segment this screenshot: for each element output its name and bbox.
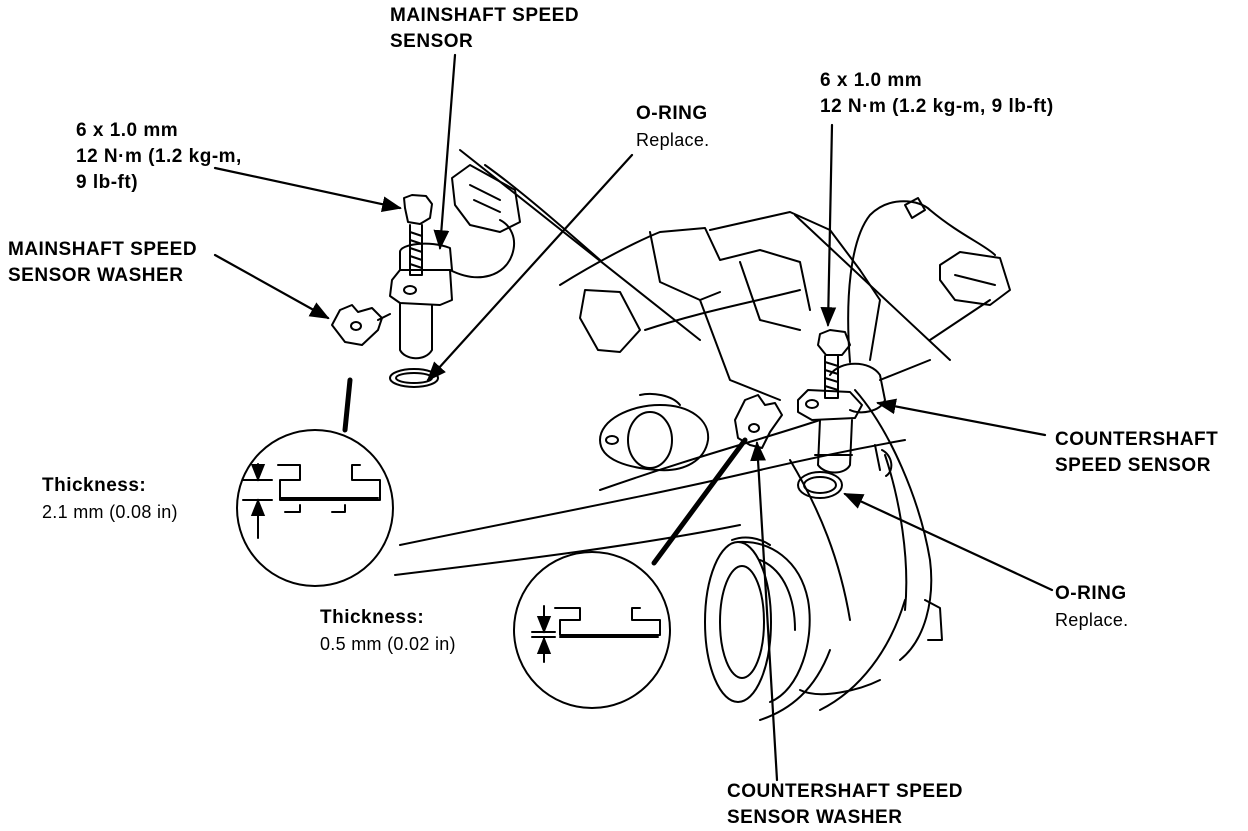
mainshaft-washer-thickness-label: Thickness: 2.1 mm (0.08 in) [42,475,178,522]
countershaft-speed-sensor-washer-label: COUNTERSHAFT SPEED SENSOR WASHER [727,781,963,828]
transmission-housing [394,149,991,721]
left-bolt-spec-label: 6 x 1.0 mm 12 N·m (1.2 kg-m, 9 lb-ft) [76,120,242,193]
right-bolt-spec-label: 6 x 1.0 mm 12 N·m (1.2 kg-m, 9 lb-ft) [820,70,1054,117]
leader-lines [213,53,1054,782]
countershaft-speed-sensor-label: COUNTERSHAFT SPEED SENSOR [1055,429,1219,476]
countershaft-washer-thickness-detail [513,437,748,709]
top-o-ring-label: O-RING Replace. [636,103,710,150]
countershaft-speed-sensor [797,197,1011,499]
mainshaft-speed-sensor-label: MAINSHAFT SPEED SENSOR [390,5,580,52]
mainshaft-speed-sensor-washer [331,304,391,346]
mainshaft-speed-sensor-washer-label: MAINSHAFT SPEED SENSOR WASHER [8,239,198,286]
countershaft-washer-thickness-label: Thickness: 0.5 mm (0.02 in) [320,607,456,654]
mainshaft-washer-thickness-detail [236,377,394,587]
right-o-ring-label: O-RING Replace. [1055,583,1129,630]
mainshaft-speed-sensor [389,164,521,388]
